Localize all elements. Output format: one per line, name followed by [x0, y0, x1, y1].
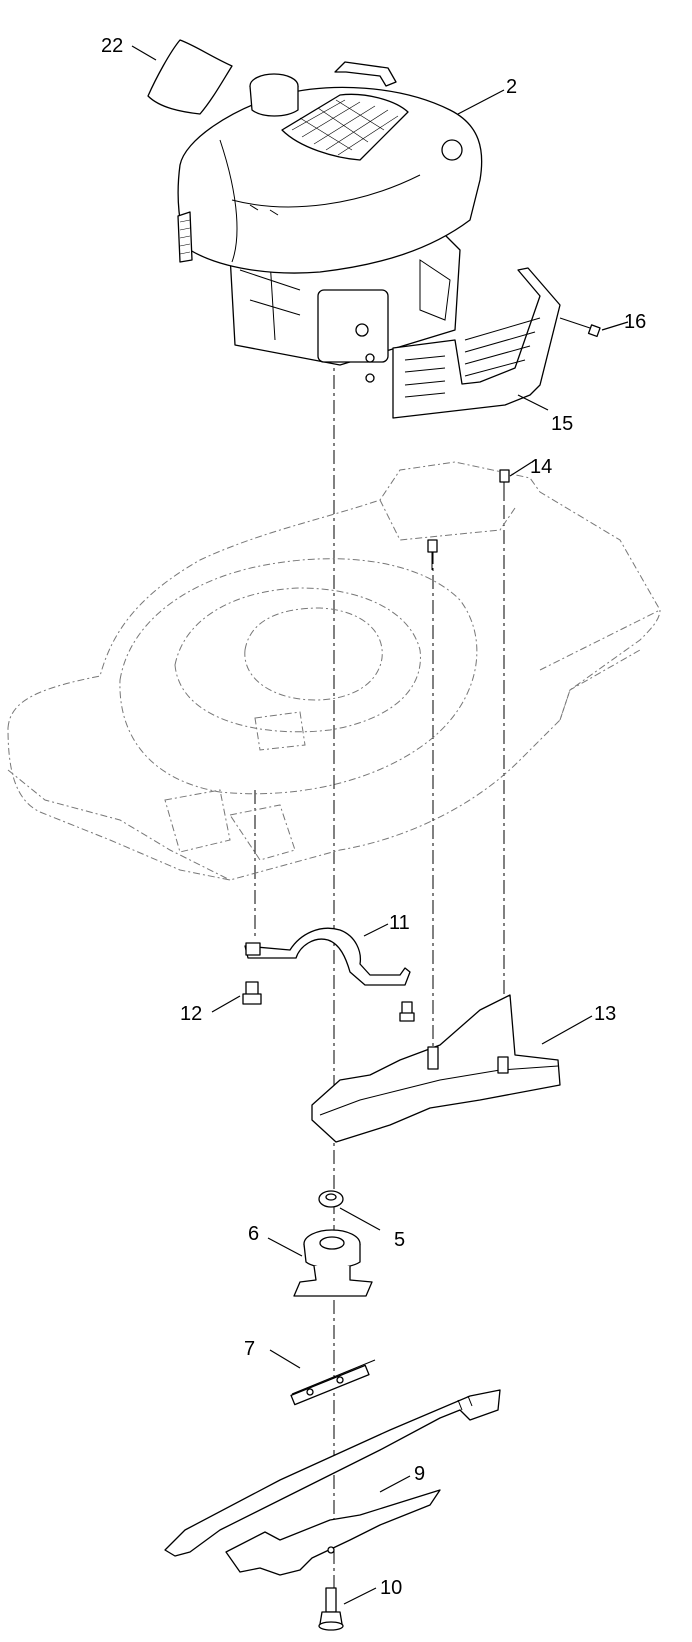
callout-10: 10	[380, 1577, 402, 1599]
part-11-bracket	[244, 927, 411, 986]
part-16-screw	[559, 317, 601, 338]
part-22-decal	[147, 39, 233, 115]
callout-22: 22	[101, 35, 123, 57]
callout-9: 9	[414, 1463, 425, 1485]
part-15-heat-shield	[365, 267, 561, 419]
leader-lines	[131, 45, 629, 1605]
part-10-bolt	[318, 1587, 344, 1631]
part-7-blade	[164, 1359, 501, 1557]
callout-16: 16	[624, 311, 646, 333]
callout-labels: 22 2 16 15 14 11 12 13 6 5 7 9 10	[101, 35, 646, 1599]
callout-2: 2	[506, 76, 517, 98]
callout-11: 11	[389, 912, 410, 934]
part-2-engine	[177, 61, 483, 366]
part-12-bolt	[242, 981, 415, 1022]
callout-14: 14	[530, 456, 552, 478]
callout-6: 6	[248, 1223, 259, 1245]
callout-13: 13	[594, 1003, 616, 1025]
callout-12: 12	[180, 1003, 202, 1025]
part-13-baffle	[311, 994, 561, 1143]
part-6-adapter	[293, 1229, 373, 1297]
part-14-bolts	[427, 469, 510, 570]
part-5-washer	[318, 1190, 344, 1208]
mower-deck-outline	[7, 461, 661, 881]
callout-7: 7	[244, 1338, 255, 1360]
callout-5: 5	[394, 1229, 405, 1251]
part-9-plate	[225, 1489, 441, 1576]
callout-15: 15	[551, 413, 573, 435]
